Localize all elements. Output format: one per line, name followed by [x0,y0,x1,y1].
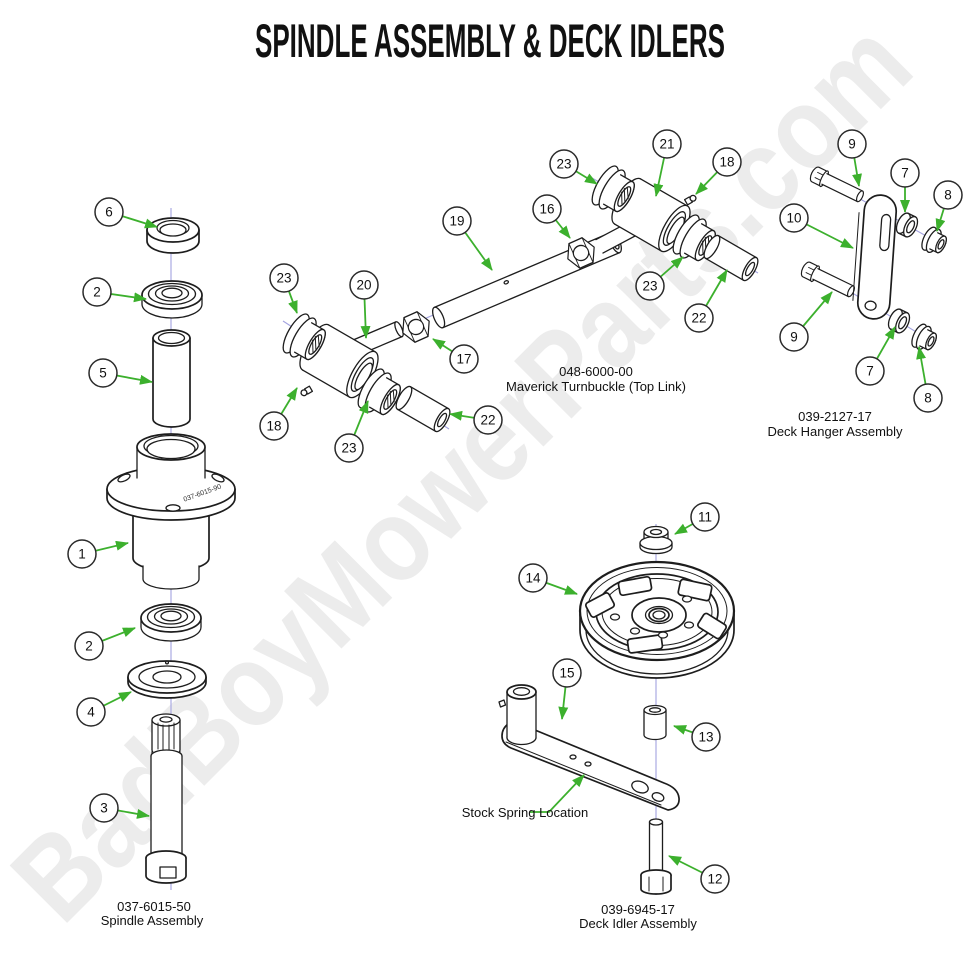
svg-text:8: 8 [924,391,932,406]
svg-text:22: 22 [480,413,495,428]
callout-10: 10 [779,203,809,233]
part-spacer-tube [152,329,191,428]
svg-text:7: 7 [866,364,874,379]
part-spacer-bushing [643,704,667,741]
idler-name: Deck Idler Assembly [579,916,697,931]
callouts: 6 2 5 1 2 4 3 23 21 18 16 19 23 22 23 20… [67,129,963,894]
part-spindle-shaft [145,713,187,884]
callout-14: 14 [518,563,548,593]
labels: 048-6000-00 Maverick Turnbuckle (Top Lin… [101,364,903,931]
callout-18r: 18 [712,147,742,177]
callout-12: 12 [700,864,730,894]
callout-17: 17 [449,344,479,374]
callout-6: 6 [94,197,124,227]
hanger-name: Deck Hanger Assembly [767,424,903,439]
svg-text:4: 4 [87,705,95,720]
spindle-name: Spindle Assembly [101,913,204,928]
callout-13: 13 [691,722,721,752]
callout-5: 5 [88,358,118,388]
svg-text:17: 17 [456,352,471,367]
part-idler-bolt [640,818,672,895]
svg-text:6: 6 [105,205,113,220]
svg-text:2: 2 [85,639,93,654]
svg-text:1: 1 [78,547,86,562]
part-jam-nut-left [396,308,436,346]
svg-text:16: 16 [539,202,554,217]
part-bearing-bottom [140,603,202,642]
callout-21: 21 [652,129,682,159]
part-nut-bottom [884,306,914,336]
part-flange-nut-bottom [908,321,941,356]
callout-23r: 23 [635,271,665,301]
callout-2b: 2 [74,631,104,661]
page-title: SPINDLE ASSEMBLY & DECK IDLERS [255,14,725,67]
hanger-part-number: 039-2127-17 [798,409,872,424]
svg-text:3: 3 [100,801,108,816]
part-idler-arm [498,684,680,811]
svg-text:19: 19 [449,214,464,229]
callout-9b: 9 [779,322,809,352]
callout-7b: 7 [855,356,885,386]
svg-text:23: 23 [276,271,291,286]
callout-23t: 23 [549,149,579,179]
svg-text:18: 18 [719,155,734,170]
part-flange-nut-pulley [639,525,673,555]
svg-text:9: 9 [790,330,798,345]
svg-text:11: 11 [698,510,712,525]
part-bearing-top [141,280,203,319]
part-spindle-housing: 037-6015-90 [106,433,236,590]
part-bearing-cap [146,217,200,254]
callout-19: 19 [442,206,472,236]
callout-4: 4 [76,697,106,727]
callout-20: 20 [349,270,379,300]
svg-text:23: 23 [341,441,356,456]
callout-15: 15 [552,658,582,688]
turnbuckle-part-number: 048-6000-00 [559,364,633,379]
svg-text:2: 2 [93,285,101,300]
callout-8t: 8 [933,180,963,210]
callout-11: 11 [690,502,720,532]
svg-text:18: 18 [266,419,281,434]
svg-text:23: 23 [642,279,657,294]
part-idler-pulley [578,560,736,679]
svg-text:23: 23 [556,157,571,172]
callout-23b: 23 [334,433,364,463]
callout-2a: 2 [82,277,112,307]
idler-part-number: 039-6945-17 [601,902,675,917]
part-bolt-bottom [798,259,858,301]
callout-8b: 8 [913,383,943,413]
svg-text:7: 7 [901,166,909,181]
svg-text:15: 15 [559,666,574,681]
part-grease-fitting-left [299,385,314,398]
callout-23l: 23 [269,263,299,293]
svg-text:9: 9 [848,137,856,152]
svg-text:21: 21 [659,137,674,152]
svg-text:20: 20 [356,278,371,293]
svg-text:14: 14 [525,571,541,586]
svg-text:22: 22 [691,311,706,326]
callout-18l: 18 [259,411,289,441]
svg-text:12: 12 [707,872,722,887]
callout-7t: 7 [890,158,920,188]
stock-spring-annotation: Stock Spring Location [462,805,588,820]
part-flange-nut-top [918,224,951,259]
svg-text:5: 5 [99,366,107,381]
part-nut-top [892,210,922,240]
svg-text:13: 13 [698,730,713,745]
callout-22b: 22 [473,405,503,435]
callout-9t: 9 [837,129,867,159]
turnbuckle-name: Maverick Turnbuckle (Top Link) [506,379,686,394]
callout-22r: 22 [684,303,714,333]
spindle-part-number: 037-6015-50 [117,899,191,914]
callout-1: 1 [67,539,97,569]
part-hanger-bracket [852,194,898,320]
callout-16: 16 [532,194,562,224]
callout-3: 3 [89,793,119,823]
svg-text:10: 10 [786,211,801,226]
part-seal [127,660,207,699]
svg-text:8: 8 [944,188,952,203]
